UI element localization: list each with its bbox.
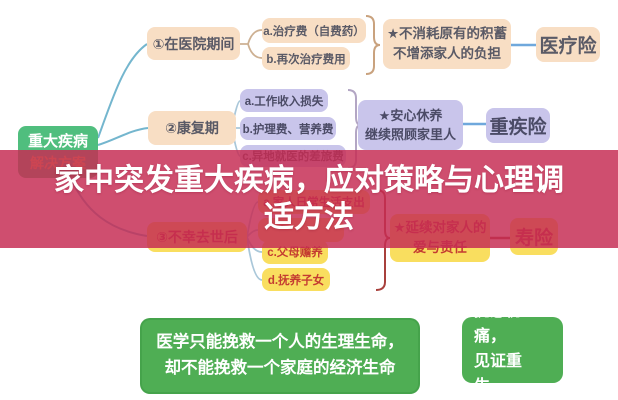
product-node-medical-insurance: 医疗险	[536, 27, 600, 62]
root-title: 重大疾病	[27, 132, 88, 150]
child-item-income-loss: a.工作收入损失	[240, 89, 328, 112]
quote-line: 抚慰伤痛，	[474, 303, 523, 346]
child-item-raise-children: d.抚养子女	[262, 268, 330, 291]
brace-branch1	[365, 15, 381, 75]
branch-node-recovery: ②康复期	[148, 111, 236, 145]
branch-node-hospital: ①在医院期间	[147, 27, 240, 60]
benefit-note-medical: ★不消耗原有的积蓄 不增添家人的负担	[383, 19, 511, 69]
quote-box-medicine: 医学只能挽救一个人的生理生命， 却不能挽救一个家庭的经济生命	[140, 318, 420, 394]
child-item-nursing-fee: b.护理费、营养费	[240, 117, 336, 140]
product-node-critical-illness-insurance: 重疾险	[486, 108, 550, 143]
connector-root-branch2	[97, 127, 149, 146]
title-banner: 家中突发重大疾病，应对策略与心理调 适方法	[0, 150, 618, 248]
quote-box-comfort: 抚慰伤痛， 见证重生。	[462, 303, 563, 395]
connector-branch1-children	[240, 29, 263, 59]
banner-title-line1: 家中突发重大疾病，应对策略与心理调	[54, 164, 564, 197]
benefit-line: ★不消耗原有的积蓄	[386, 25, 508, 41]
benefit-line: ★安心休养	[378, 107, 443, 123]
child-item-treatment-fee: a.治疗费（自费药）	[262, 18, 366, 43]
quote-line: 医学只能挽救一个人的生理生命，	[156, 333, 404, 352]
quote-line: 见证重生。	[474, 353, 523, 395]
benefit-note-critical: ★安心休养 继续照顾家里人	[358, 100, 463, 150]
benefit-line: 继续照顾家里人	[364, 127, 456, 142]
quote-line: 却不能挽救一个家庭的经济生命	[164, 359, 396, 377]
child-item-retreatment-fee: b.再次治疗费用	[262, 47, 350, 70]
connector-root-branch1	[97, 43, 148, 139]
banner-title-line2: 适方法	[264, 201, 354, 234]
benefit-line: 不增添家人的负担	[393, 46, 501, 61]
